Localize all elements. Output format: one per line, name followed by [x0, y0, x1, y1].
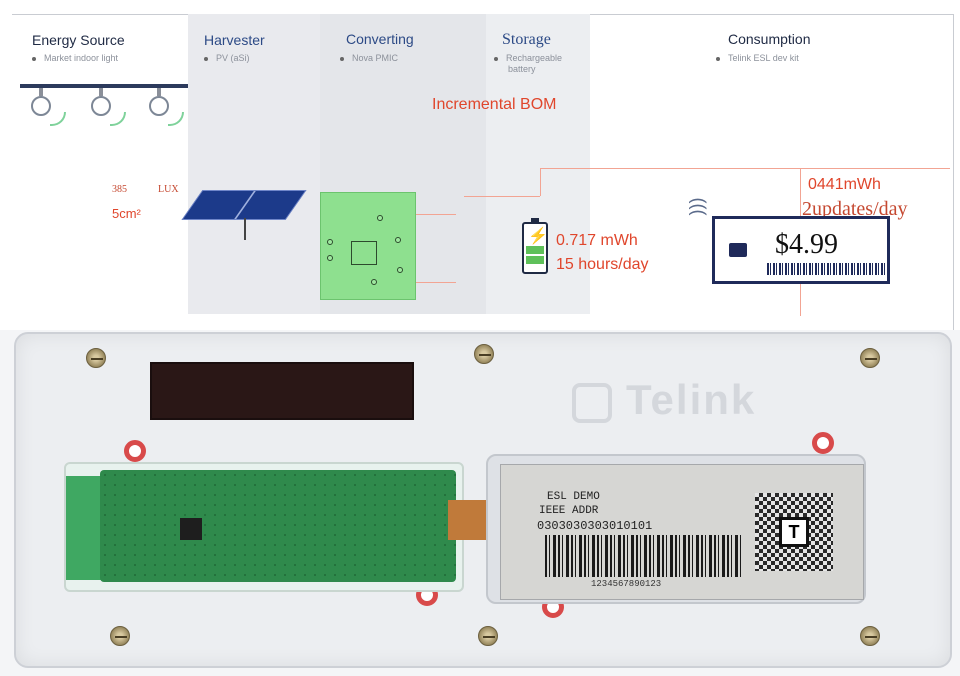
bolt-icon: ⚡	[528, 228, 548, 245]
converting-subtitle-text: Nova PMIC	[352, 53, 399, 63]
pin	[377, 215, 383, 221]
flex-cable	[448, 500, 488, 540]
bullet-icon	[494, 56, 498, 61]
wire	[464, 196, 540, 197]
light-rail	[20, 84, 188, 88]
bullet-icon	[340, 56, 344, 61]
pin	[371, 279, 377, 285]
standoff-ring	[124, 440, 146, 462]
consumption-subtitle: Telink ESL dev kit	[716, 53, 799, 64]
bullet-icon	[716, 56, 720, 61]
updates-per-day: 2updates/day	[802, 198, 908, 220]
screw-icon	[86, 348, 106, 368]
screw-icon	[860, 348, 880, 368]
devkit-photo: Telink ESL DEMO IEEE ADDR 03030303030101…	[0, 330, 960, 676]
qr-logo: T	[779, 517, 809, 547]
hours-per-day: 15 hours/day	[556, 256, 649, 273]
storage-title: Storage	[502, 31, 551, 48]
epd-line3: 0303030303010101	[537, 519, 653, 533]
pin	[395, 237, 401, 243]
wireless-icon: )))	[686, 197, 707, 216]
consumption-energy: 0441mWh	[808, 176, 881, 193]
harvester-lane	[188, 14, 320, 314]
lux-unit: LUX	[158, 184, 179, 195]
battery-cell	[526, 256, 544, 264]
wire	[416, 282, 456, 283]
energy-per-day: 0.717 mWh	[556, 232, 638, 249]
pin	[327, 255, 333, 261]
telink-logo-text: Telink	[626, 376, 757, 423]
energy-flow-diagram: Energy Source Market indoor light Harves…	[0, 0, 960, 330]
wire	[540, 168, 950, 169]
epd-barcode-icon	[545, 535, 741, 577]
converting-title: Converting	[346, 31, 414, 47]
mcu-chip	[180, 518, 202, 540]
harvester-subtitle: PV (aSi)	[204, 53, 250, 64]
bullet-icon	[204, 56, 208, 61]
qr-code-icon: T	[755, 493, 833, 571]
energy-source-subtitle-text: Market indoor light	[44, 53, 119, 63]
telink-logo: Telink	[572, 376, 756, 424]
energy-source-title: Energy Source	[32, 32, 125, 48]
telink-mark-icon	[572, 382, 612, 423]
bulb-icon	[88, 88, 114, 118]
storage-subtitle-line2: battery	[508, 64, 536, 74]
panel-stand	[244, 218, 246, 240]
esl-tag-icon: $4.99	[712, 216, 890, 284]
area-label: 5cm²	[112, 206, 141, 221]
battery-icon: ⚡	[522, 218, 548, 274]
pin	[397, 267, 403, 273]
pcb-edge	[66, 476, 102, 580]
screw-icon	[860, 626, 880, 646]
screw-icon	[478, 626, 498, 646]
lux-value: 385	[112, 184, 127, 195]
screw-icon	[110, 626, 130, 646]
epd-barcode-number: 1234567890123	[591, 579, 662, 589]
wire	[540, 168, 541, 196]
pcb-board	[100, 470, 456, 582]
esl-price: $4.99	[775, 229, 838, 260]
consumption-title: Consumption	[728, 31, 811, 47]
solar-panel-icon	[181, 190, 307, 220]
bulb-icon	[146, 88, 172, 118]
epd-line2: IEEE ADDR	[539, 505, 599, 517]
converting-subtitle: Nova PMIC	[340, 53, 398, 64]
battery-cell	[526, 246, 544, 254]
standoff-ring	[812, 432, 834, 454]
pmic-core	[351, 241, 377, 265]
bullet-icon	[32, 56, 36, 61]
pmic-chip-icon	[320, 192, 416, 300]
energy-source-subtitle: Market indoor light	[32, 53, 118, 64]
harvester-title: Harvester	[204, 32, 265, 48]
consumption-subtitle-text: Telink ESL dev kit	[728, 53, 799, 63]
barcode-icon	[767, 263, 885, 275]
screw-icon	[474, 344, 494, 364]
pin	[327, 239, 333, 245]
solar-cell-strip	[150, 362, 414, 420]
bulb-icon	[28, 88, 54, 118]
wire	[416, 214, 456, 215]
storage-subtitle-line1: Rechargeable	[506, 53, 563, 63]
incremental-bom-label: Incremental BOM	[432, 96, 557, 113]
sim-icon	[729, 243, 747, 257]
epd-line1: ESL DEMO	[547, 491, 600, 503]
epaper-display: ESL DEMO IEEE ADDR 0303030303010101 1234…	[500, 464, 864, 600]
harvester-subtitle-text: PV (aSi)	[216, 53, 250, 63]
